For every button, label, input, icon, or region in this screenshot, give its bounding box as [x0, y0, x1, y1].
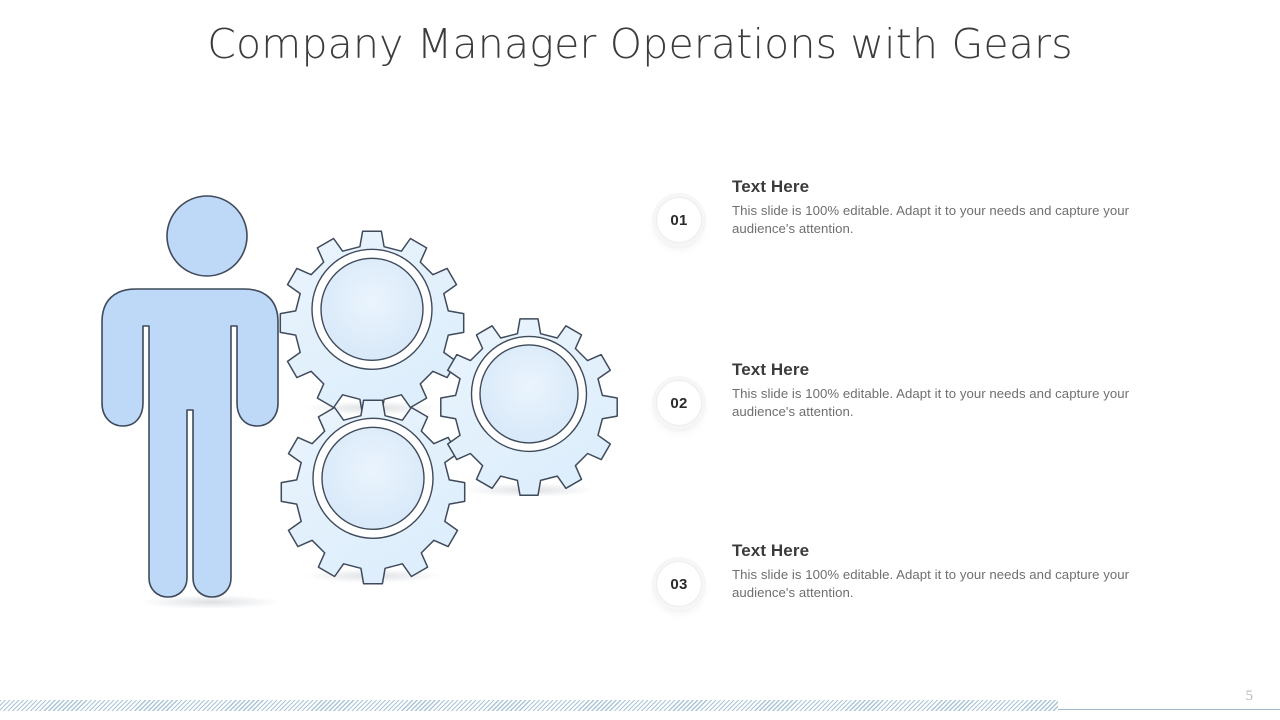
row-heading-03: Text Here	[732, 541, 810, 560]
gear-2	[440, 318, 618, 496]
person-body	[101, 288, 279, 598]
footer-rule	[1058, 709, 1280, 710]
row-text-01: Text Here This slide is 100% editable. A…	[732, 176, 1194, 238]
content-row-02[interactable]: 02 Text Here This slide is 100% editable…	[656, 359, 1196, 451]
row-body-02: This slide is 100% editable. Adapt it to…	[732, 386, 1130, 420]
row-body-01: This slide is 100% editable. Adapt it to…	[732, 203, 1130, 237]
step-number-02: 02	[670, 394, 688, 412]
person-figure	[101, 195, 279, 598]
step-badge-03[interactable]: 03	[656, 561, 702, 607]
page-title: Company Manager Operations with Gears	[207, 20, 1073, 68]
gear-2-inner-hub	[479, 344, 579, 444]
content-row-01[interactable]: 01 Text Here This slide is 100% editable…	[656, 176, 1196, 268]
row-text-03: Text Here This slide is 100% editable. A…	[732, 540, 1194, 602]
gear-1-inner-hub	[320, 257, 424, 362]
step-badge-02[interactable]: 02	[656, 380, 702, 426]
content-row-03[interactable]: 03 Text Here This slide is 100% editable…	[656, 540, 1196, 632]
page-number: 5	[1245, 688, 1254, 704]
person-head	[166, 195, 248, 277]
person-shadow	[140, 595, 280, 609]
footer-hatch-bar	[0, 700, 1058, 711]
gear-3-inner-hub	[321, 426, 425, 531]
manager-with-gears-illustration	[80, 160, 640, 630]
row-heading-02: Text Here	[732, 360, 810, 379]
row-heading-01: Text Here	[732, 177, 810, 196]
gear-1	[279, 230, 465, 416]
step-number-01: 01	[670, 211, 688, 229]
row-text-02: Text Here This slide is 100% editable. A…	[732, 359, 1194, 421]
gear-3	[280, 399, 466, 585]
step-number-03: 03	[670, 575, 688, 593]
row-body-03: This slide is 100% editable. Adapt it to…	[732, 567, 1130, 601]
step-badge-01[interactable]: 01	[656, 197, 702, 243]
